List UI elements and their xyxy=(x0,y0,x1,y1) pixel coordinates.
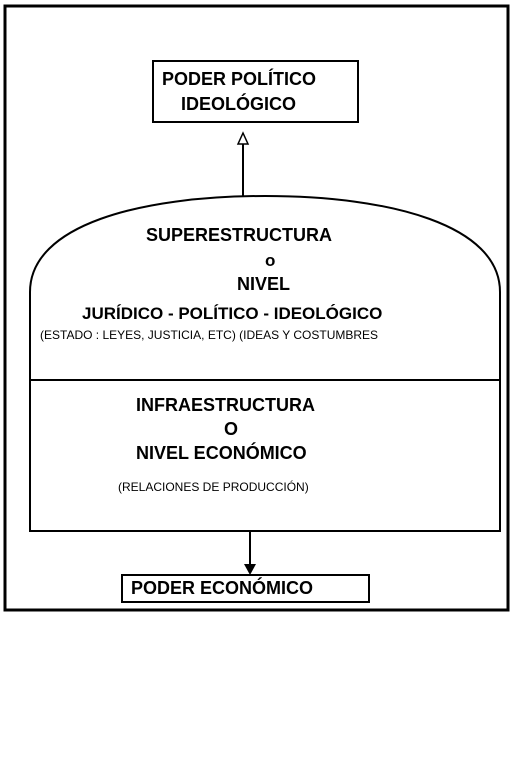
superstructure-dome xyxy=(29,194,501,380)
arrow-up-head xyxy=(236,131,250,145)
infrastructure-nivel: NIVEL ECONÓMICO xyxy=(136,442,307,463)
superstructure-nivel: NIVEL xyxy=(237,274,290,294)
infrastructure-section: INFRAESTRUCTURA O NIVEL ECONÓMICO (RELAC… xyxy=(29,380,501,532)
arrow-down xyxy=(244,532,256,575)
arrow-up xyxy=(236,131,250,196)
outer-frame xyxy=(3,4,510,612)
top-box: PODER POLÍTICO IDEOLÓGICO xyxy=(152,60,359,123)
top-box-line2: IDEOLÓGICO xyxy=(181,93,296,114)
infrastructure-title: INFRAESTRUCTURA xyxy=(136,395,315,415)
superstructure-section: SUPERESTRUCTURA o NIVEL JURÍDICO - POLÍT… xyxy=(29,194,501,380)
superstructure-title: SUPERESTRUCTURA xyxy=(146,225,332,245)
infrastructure-detail: (RELACIONES DE PRODUCCIÓN) xyxy=(118,479,309,494)
bottom-box-border xyxy=(121,574,370,603)
bottom-box-label: PODER ECONÓMICO xyxy=(131,577,313,598)
top-box-line1: PODER POLÍTICO xyxy=(162,68,316,89)
infrastructure-connector: O xyxy=(224,419,238,439)
superstructure-connector: o xyxy=(265,251,275,270)
superstructure-levels: JURÍDICO - POLÍTICO - IDEOLÓGICO xyxy=(82,304,382,323)
infrastructure-box xyxy=(29,380,501,532)
top-box-border xyxy=(152,60,359,123)
superstructure-detail: (ESTADO : LEYES, JUSTICIA, ETC) (IDEAS Y… xyxy=(40,328,378,342)
arrow-down-head xyxy=(244,564,256,575)
bottom-box: PODER ECONÓMICO xyxy=(121,574,370,603)
